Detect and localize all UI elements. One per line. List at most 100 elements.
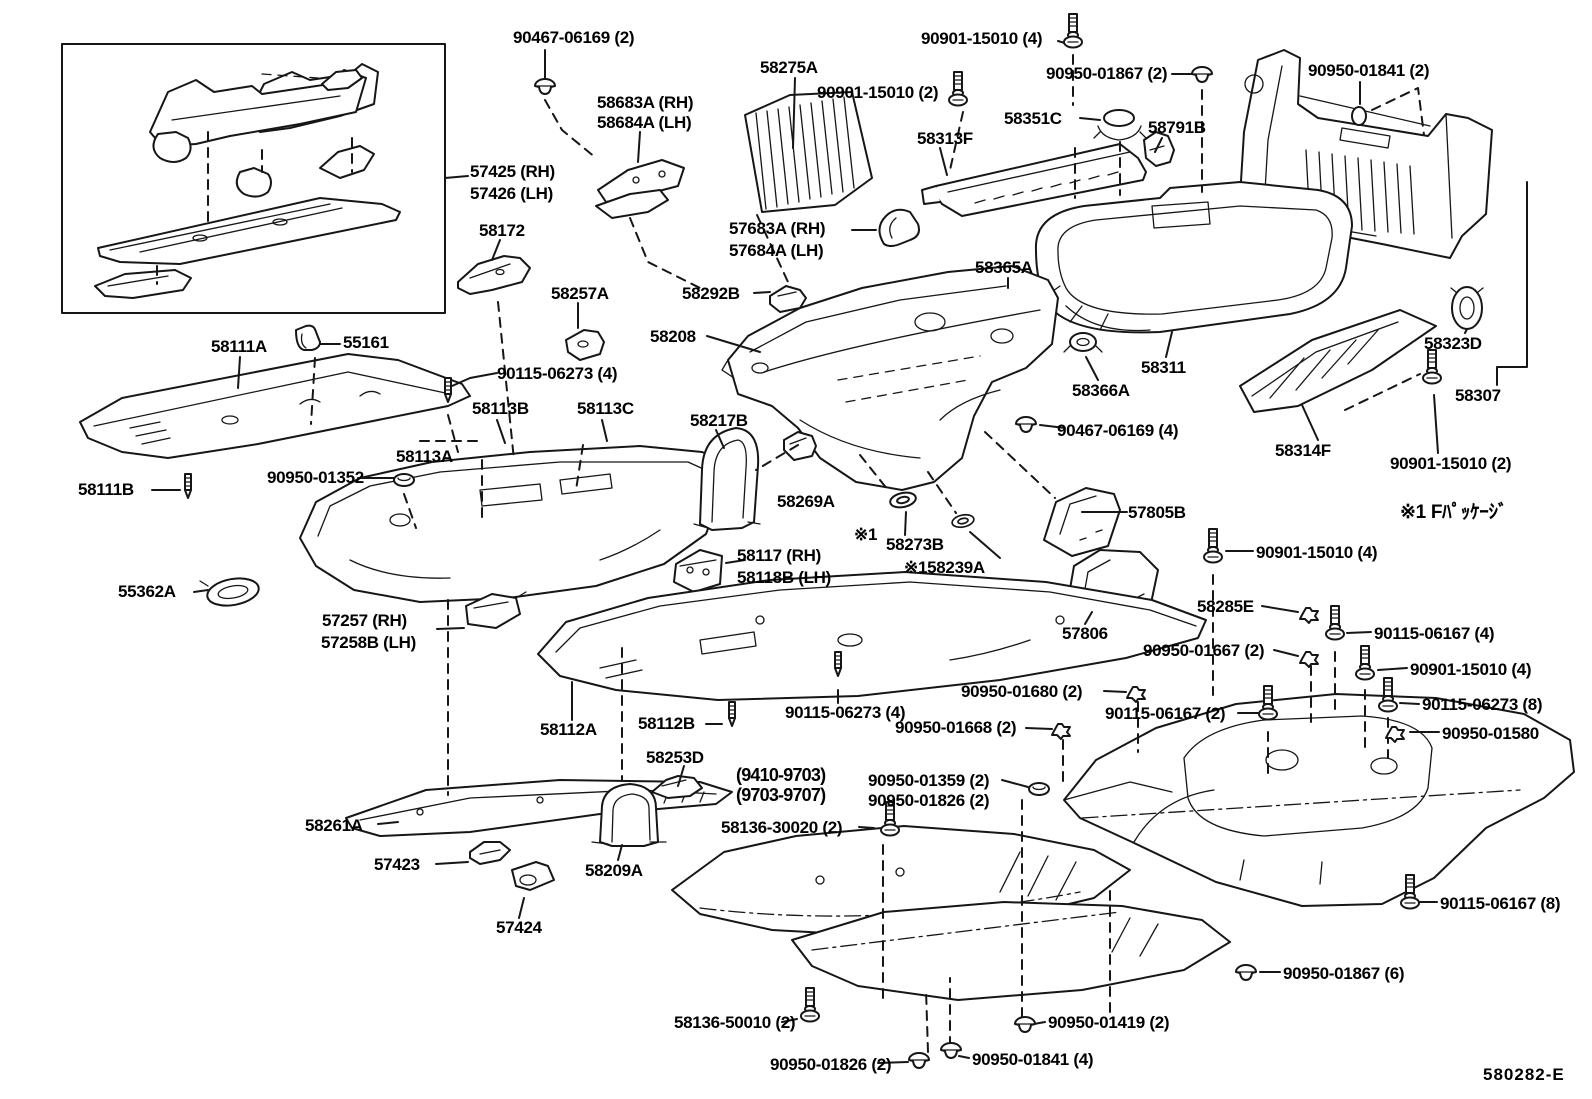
part-label: 90467-06169 (4)	[1057, 421, 1179, 440]
part-58351C	[1093, 109, 1147, 141]
part-label: 58292B	[682, 284, 740, 303]
part-label: 90950-01841 (4)	[972, 1050, 1094, 1069]
part-label: (9703-9707)	[736, 785, 826, 805]
part-label: 90901-15010 (2)	[1390, 454, 1512, 473]
part-label: 90115-06273 (4)	[785, 703, 906, 722]
inset-box-crossmember	[61, 43, 446, 314]
part-label: 58113A	[396, 447, 453, 466]
part-label: ※1	[854, 525, 878, 544]
part-label: 55161	[343, 333, 389, 352]
part-label: 58314F	[1275, 441, 1331, 460]
part-label: 58111B	[78, 480, 134, 499]
part-label: 58117 (RH)	[737, 546, 821, 565]
sheet-code: 580282-E	[1483, 1065, 1565, 1084]
part-label: 58261A	[305, 816, 363, 835]
part-label: 58113C	[577, 399, 634, 418]
part-label: 57425 (RH)	[470, 162, 555, 181]
part-label: 57426 (LH)	[470, 184, 553, 203]
part-label: 58118B (LH)	[737, 568, 832, 587]
part-58292B	[769, 285, 807, 313]
part-label: (9410-9703)	[736, 765, 826, 785]
part-58117-bracket	[673, 549, 723, 593]
part-label: 58208	[650, 327, 696, 346]
part-label: 90115-06167 (8)	[1440, 894, 1561, 913]
part-label: 58257A	[551, 284, 609, 303]
part-label: 90901-15010 (2)	[817, 83, 939, 102]
part-label: 57423	[374, 855, 420, 874]
part-rear-floor-pan-lower	[1063, 693, 1575, 907]
part-label: 58351C	[1004, 109, 1062, 128]
part-57423-clip	[469, 841, 511, 865]
part-58209A-arch	[591, 783, 667, 847]
part-label: 90950-01680 (2)	[961, 682, 1083, 701]
part-55161-hook	[295, 324, 321, 351]
part-label: 58311	[1141, 358, 1186, 377]
part-label: 58209A	[585, 861, 643, 880]
part-label: 90950-01359 (2)	[868, 771, 990, 790]
part-58208-rear-floor-pan	[721, 265, 1059, 491]
part-label: 90901-15010 (4)	[1410, 660, 1532, 679]
part-label: 90950-01580	[1442, 724, 1539, 743]
part-label: 58113B	[472, 399, 529, 418]
part-label: 58253D	[646, 748, 704, 767]
part-57805B	[1043, 487, 1121, 557]
part-label: 90950-01841 (2)	[1308, 61, 1430, 80]
part-58366A	[1063, 332, 1103, 353]
part-label: 90950-01668 (2)	[895, 718, 1017, 737]
leader-lines	[151, 40, 1528, 1064]
part-label: 58273B	[886, 535, 944, 554]
part-label: 58684A (LH)	[597, 113, 692, 132]
part-label: 90115-06273 (4)	[497, 364, 618, 383]
part-label: 90115-06273 (8)	[1422, 695, 1543, 714]
part-label: 58307	[1455, 386, 1501, 405]
part-label: 90950-01352	[267, 468, 364, 487]
part-label: 57258B (LH)	[321, 633, 416, 652]
part-label: 58285E	[1197, 597, 1254, 616]
part-58257A	[565, 329, 605, 361]
part-55362A-pad	[199, 577, 260, 607]
part-58313F	[921, 143, 1147, 217]
part-58314F	[1239, 309, 1437, 413]
part-label: 58269A	[777, 492, 835, 511]
part-label: 58791B	[1148, 118, 1206, 137]
part-label: 58683A (RH)	[597, 93, 694, 112]
part-label: 58112B	[638, 714, 695, 733]
part-label: ※158239A	[904, 558, 985, 577]
part-label: 90467-06169 (2)	[513, 28, 635, 47]
part-label: 57684A (LH)	[729, 241, 824, 260]
part-58217B	[693, 427, 761, 531]
part-label: 58365A	[975, 258, 1033, 277]
part-label: 55362A	[118, 582, 176, 601]
part-label: 90950-01826 (2)	[868, 791, 990, 810]
leader-57425	[444, 175, 469, 179]
part-label: 57683A (RH)	[729, 219, 826, 238]
part-label: 58275A	[760, 58, 818, 77]
part-label: 90901-15010 (4)	[921, 29, 1043, 48]
part-label: 58323D	[1424, 334, 1482, 353]
part-label: 58172	[479, 221, 525, 240]
part-58111A	[79, 353, 471, 459]
part-rear-silencer-sheet	[791, 901, 1231, 1001]
part-label: 90115-06167 (2)	[1105, 704, 1226, 723]
part-label: 90115-06167 (4)	[1374, 624, 1495, 643]
part-57257-bracket	[465, 591, 527, 629]
part-label: 58313F	[917, 129, 973, 148]
part-label: 90950-01826 (2)	[770, 1055, 892, 1074]
part-58275A	[744, 91, 873, 213]
part-58683A	[595, 159, 685, 219]
part-label: 90950-01419 (2)	[1048, 1013, 1170, 1032]
part-label: 90950-01867 (6)	[1283, 964, 1405, 983]
part-label: 58136-50010 (2)	[674, 1013, 796, 1032]
part-label: 57806	[1062, 624, 1108, 643]
part-label: 90950-01667 (2)	[1143, 641, 1265, 660]
part-label: 57805B	[1128, 503, 1186, 522]
note-f-package: ※1 Fﾊﾟｯｹｰｼﾞ	[1400, 502, 1508, 523]
part-label: 90901-15010 (4)	[1256, 543, 1378, 562]
part-label: 58136-30020 (2)	[721, 818, 843, 837]
part-label: 90950-01867 (2)	[1046, 64, 1168, 83]
part-58253D	[651, 775, 703, 799]
part-label: 58111A	[211, 337, 267, 356]
